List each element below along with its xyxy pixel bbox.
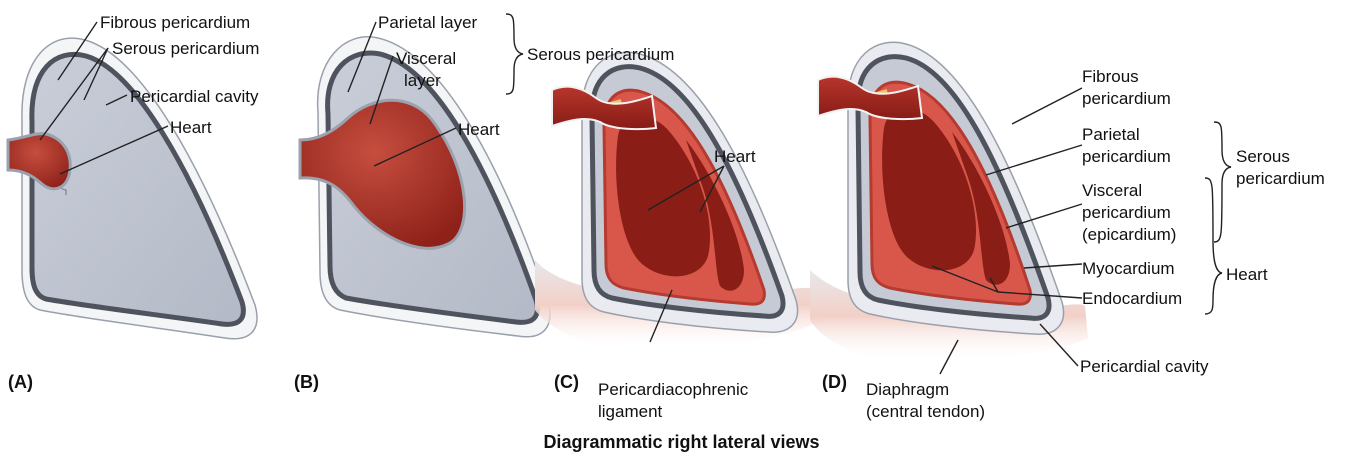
label-visceral-layer-b-line1: Visceral: [396, 48, 456, 69]
label-visceral-pericardium-line1: Visceral: [1082, 180, 1142, 201]
label-pericardial-cavity-a: Pericardial cavity: [130, 86, 259, 107]
label-serous-pericardium-d-line2: pericardium: [1236, 168, 1325, 189]
panel-letter-a: (A): [8, 372, 33, 393]
panel-c-illustration: [535, 52, 820, 350]
label-visceral-pericardium-line2: pericardium: [1082, 202, 1171, 223]
label-parietal-pericardium-line1: Parietal: [1082, 124, 1140, 145]
label-heart-a: Heart: [170, 117, 212, 138]
figure-caption: Diagrammatic right lateral views: [0, 432, 1363, 453]
label-pericardiacophrenic-ligament-line2: ligament: [598, 401, 662, 422]
label-parietal-pericardium-line2: pericardium: [1082, 146, 1171, 167]
label-heart-b: Heart: [458, 119, 500, 140]
label-fibrous-pericardium-d-line2: pericardium: [1082, 88, 1171, 109]
label-pericardial-cavity-d: Pericardial cavity: [1080, 356, 1209, 377]
label-pericardiacophrenic-ligament-line1: Pericardiacophrenic: [598, 379, 748, 400]
label-heart-c: Heart: [714, 146, 756, 167]
panel-a-illustration: [8, 38, 257, 339]
label-diaphragm-line1: Diaphragm: [866, 379, 949, 400]
panel-letter-c: (C): [554, 372, 579, 393]
label-serous-pericardium-d-line1: Serous: [1236, 146, 1290, 167]
label-endocardium: Endocardium: [1082, 288, 1182, 309]
label-heart-d: Heart: [1226, 264, 1268, 285]
label-serous-pericardium-b: Serous pericardium: [527, 44, 674, 65]
label-epicardium: (epicardium): [1082, 224, 1176, 245]
label-parietal-layer-b: Parietal layer: [378, 12, 477, 33]
panel-d-illustration: [810, 42, 1088, 362]
label-serous-pericardium-a: Serous pericardium: [112, 38, 259, 59]
label-visceral-layer-b-line2: layer: [404, 70, 441, 91]
label-diaphragm-line2: (central tendon): [866, 401, 985, 422]
panel-letter-b: (B): [294, 372, 319, 393]
label-fibrous-pericardium-d-line1: Fibrous: [1082, 66, 1139, 87]
label-fibrous-pericardium-a: Fibrous pericardium: [100, 12, 250, 33]
label-myocardium: Myocardium: [1082, 258, 1175, 279]
panel-letter-d: (D): [822, 372, 847, 393]
